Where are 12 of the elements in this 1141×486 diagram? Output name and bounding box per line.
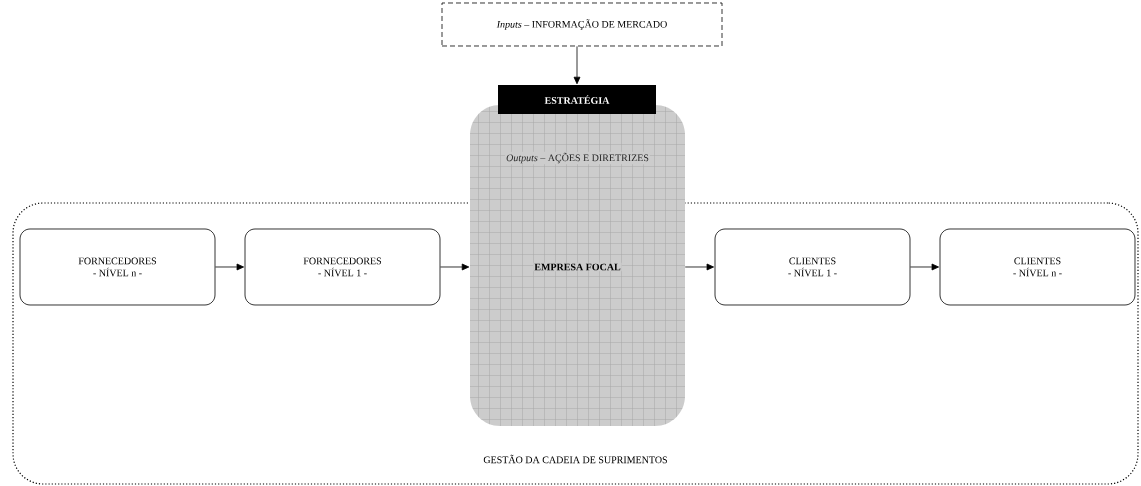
tier-box: FORNECEDORES - NÍVEL 1 - xyxy=(244,228,441,306)
focal-company-block: Outputs – AÇÕES E DIRETRIZES EMPRESA FOCAL xyxy=(470,105,685,426)
arrow xyxy=(684,263,714,271)
strategy-tab: ESTRATÉGIA xyxy=(498,85,656,114)
tier-box: CLIENTES - NÍVEL 1 - xyxy=(714,228,911,306)
arrow xyxy=(215,263,244,271)
tier-box: CLIENTES - NÍVEL n - xyxy=(939,228,1136,306)
arrow xyxy=(573,46,581,85)
input-box: Inputs – INFORMAÇÃO DE MERCADO xyxy=(441,2,723,47)
tier-box: FORNECEDORES - NÍVEL n - xyxy=(19,228,216,306)
arrow xyxy=(910,263,939,271)
arrow xyxy=(440,263,470,271)
